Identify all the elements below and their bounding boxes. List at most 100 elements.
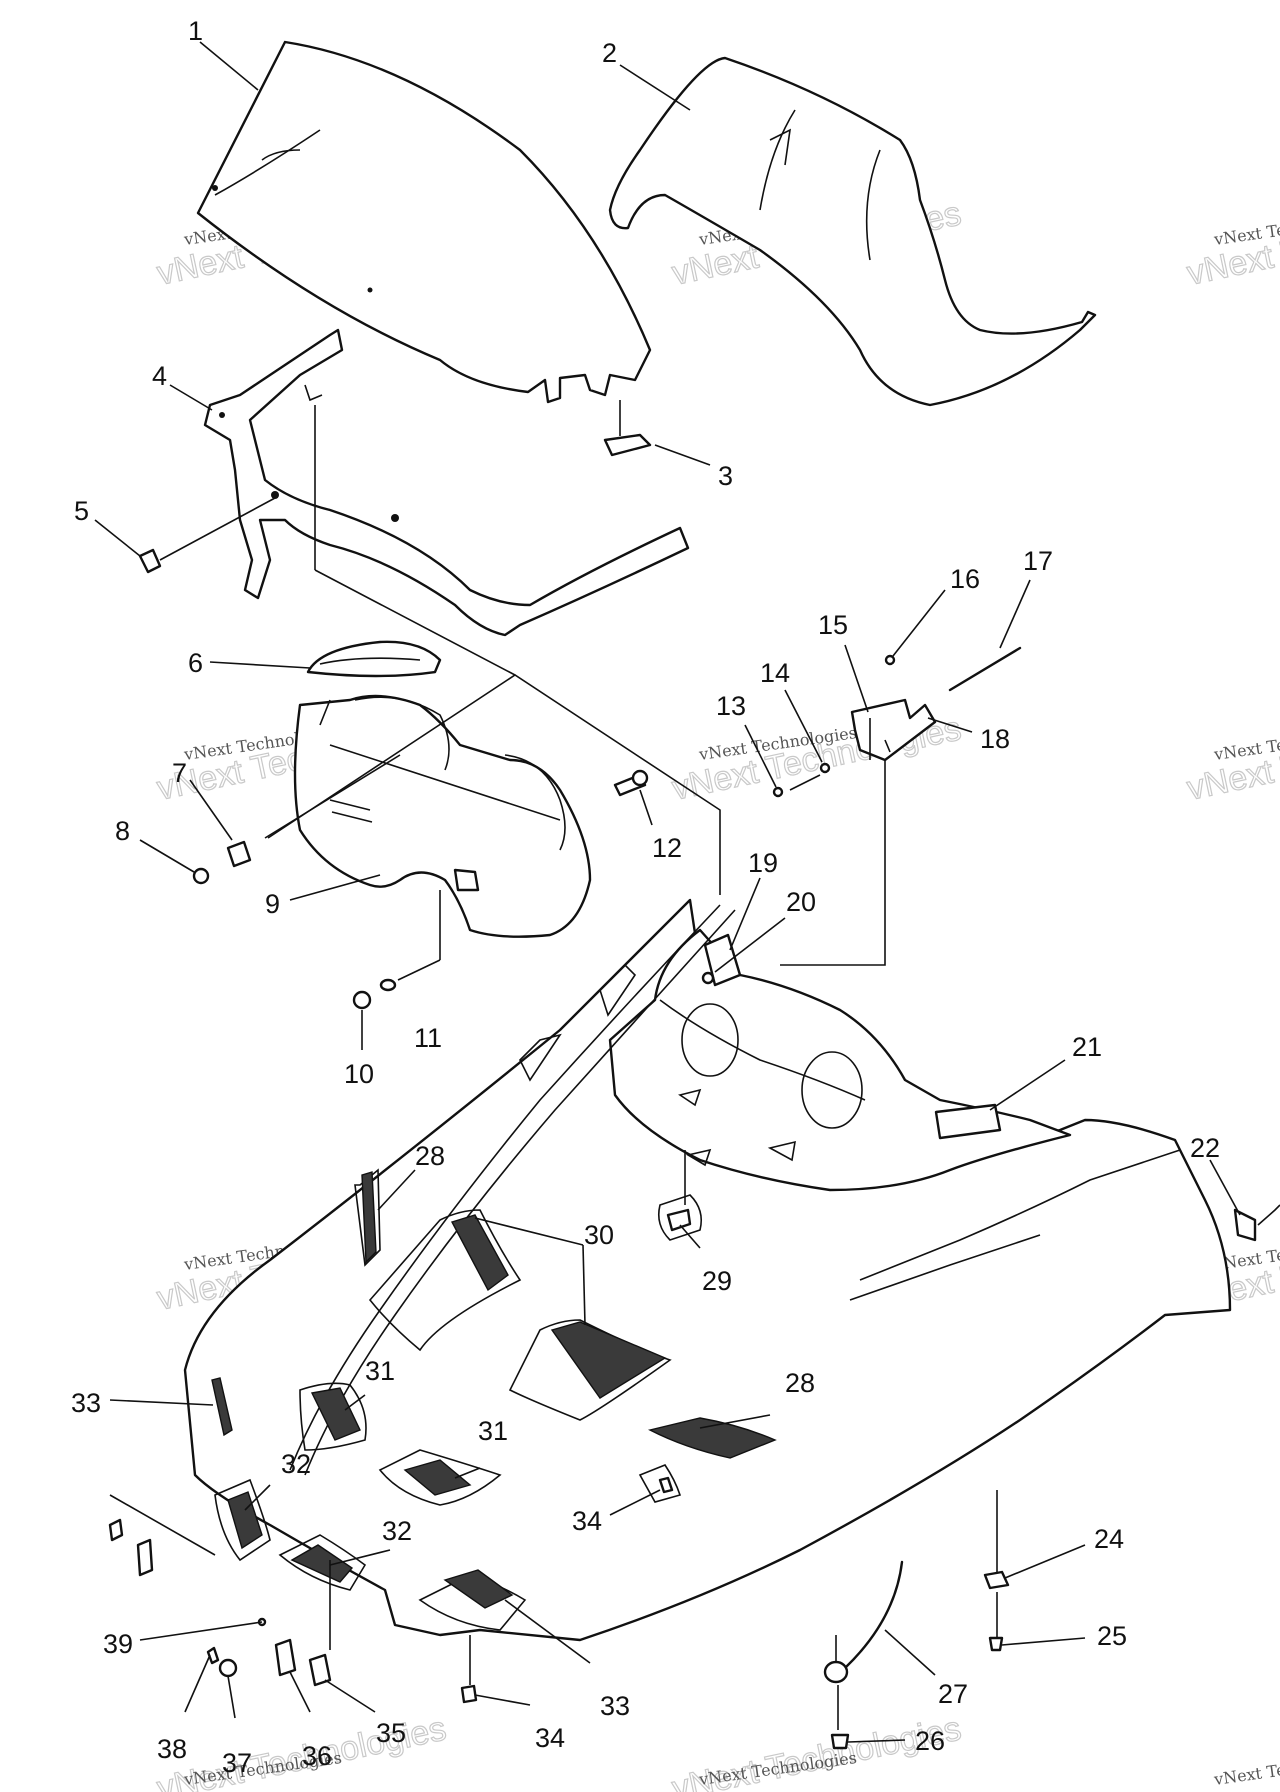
gauge-hole-right (801, 1051, 863, 1129)
cable-eyelet (823, 1660, 849, 1684)
cable-shape (843, 1560, 904, 1670)
grille-33-left (211, 1377, 233, 1437)
bolt-12-head (631, 769, 649, 787)
screw-38-shape (206, 1646, 220, 1665)
callout-29: 29 (702, 1266, 732, 1296)
leader-lines (94, 41, 1241, 1743)
fastener-11-part (379, 890, 441, 992)
screw-25-shape (988, 1636, 1004, 1652)
callout-1: 1 (188, 16, 203, 46)
grille-32-left (227, 1491, 263, 1550)
cavity-left (299, 1382, 367, 1451)
callout-33-left: 33 (71, 1388, 101, 1418)
windshield-shape (196, 40, 652, 404)
callout-38: 38 (157, 1734, 187, 1764)
patch-29 (657, 1194, 703, 1241)
callout-8: 8 (115, 816, 130, 846)
side-vent (599, 963, 637, 1017)
fastener-7-part (226, 754, 401, 868)
foam-pad-6-part (306, 640, 442, 678)
callout-4: 4 (152, 361, 167, 391)
gauge-hole-left (681, 1003, 739, 1077)
dash-detail (659, 999, 866, 1101)
nut-37-shape (218, 1658, 238, 1678)
cavity-center (508, 1319, 672, 1421)
lower-fasteners (108, 1494, 478, 1704)
grille-28-right (648, 1417, 777, 1459)
callout-9: 9 (265, 889, 280, 919)
callout-3: 3 (718, 461, 733, 491)
callout-26: 26 (915, 1726, 945, 1756)
cavity-front (378, 1449, 502, 1506)
clip-29-shape (666, 1208, 692, 1232)
seat-detail (769, 128, 792, 166)
windshield-detail (214, 129, 321, 196)
nut-8-shape (192, 867, 210, 885)
housing-detail (319, 699, 561, 821)
nut-7-shape (226, 840, 252, 868)
clip-34-bottom (460, 1684, 478, 1704)
callout-30: 30 (584, 1220, 614, 1250)
callout-31-upper: 31 (365, 1356, 395, 1386)
clip-34-shape (658, 1476, 674, 1494)
screw-20-shape (701, 971, 715, 985)
callout-10: 10 (344, 1059, 374, 1089)
seat-part (608, 56, 1097, 407)
hood-side-line (849, 1234, 1041, 1301)
callout-18: 18 (980, 724, 1010, 754)
reference-lines (267, 569, 886, 966)
callout-37: 37 (222, 1748, 252, 1778)
rivet-16-shape (884, 654, 896, 666)
callout-13: 13 (716, 691, 746, 721)
callout-labels: 1 2 3 4 5 6 7 8 9 10 11 12 13 14 15 16 1… (71, 16, 1220, 1778)
bracket-hole (391, 514, 399, 522)
clip-3-part (603, 400, 652, 457)
bracket-4-part (203, 328, 690, 637)
hood-spine (304, 909, 736, 1476)
bolt-26-shape (830, 1733, 850, 1750)
dash-block (934, 1103, 1002, 1140)
callout-35: 35 (376, 1718, 406, 1748)
hood-21-part (183, 898, 1232, 1642)
plate-35-shape (308, 1653, 332, 1687)
washer-11-shape (379, 978, 397, 992)
fastener-8-part (192, 867, 210, 885)
callout-32-upper: 32 (281, 1449, 311, 1479)
grille-30-upper (450, 1214, 509, 1292)
callout-15: 15 (818, 610, 848, 640)
callout-28-upper: 28 (415, 1141, 445, 1171)
callout-19: 19 (748, 848, 778, 878)
cavity-bottom-center (278, 1534, 367, 1591)
callout-27: 27 (938, 1679, 968, 1709)
callout-16: 16 (950, 564, 980, 594)
screw-head (138, 548, 162, 574)
bolt-12-part (613, 769, 649, 797)
windshield-detail (261, 149, 301, 161)
housing-shape (293, 694, 592, 938)
callout-21: 21 (1072, 1032, 1102, 1062)
grille-31-right (403, 1459, 472, 1496)
callout-31-lower: 31 (478, 1416, 508, 1446)
callout-20: 20 (786, 887, 816, 917)
bracket-detail (304, 384, 323, 402)
windshield-hole (367, 287, 373, 293)
grille-33-right (443, 1569, 514, 1609)
pin-13-shape (772, 786, 784, 798)
callout-12: 12 (652, 833, 682, 863)
bracket-shape (203, 328, 690, 637)
bracket-15-shape (850, 698, 937, 762)
callout-22: 22 (1190, 1133, 1220, 1163)
windshield-hole (212, 185, 218, 191)
callout-6: 6 (188, 648, 203, 678)
clip-24-shape (983, 1570, 1010, 1590)
callout-33-right: 33 (600, 1691, 630, 1721)
cavity-upper (368, 1209, 522, 1352)
housing-lens-left (354, 696, 450, 771)
spring-14-shape (789, 774, 821, 791)
grille-30-lower (550, 1321, 667, 1399)
callout-34-lower: 34 (535, 1723, 565, 1753)
hood-spine (289, 904, 721, 1471)
housing-grid (329, 799, 373, 823)
bracket-22-lead (1257, 1204, 1280, 1226)
callout-32-lower: 32 (382, 1516, 412, 1546)
